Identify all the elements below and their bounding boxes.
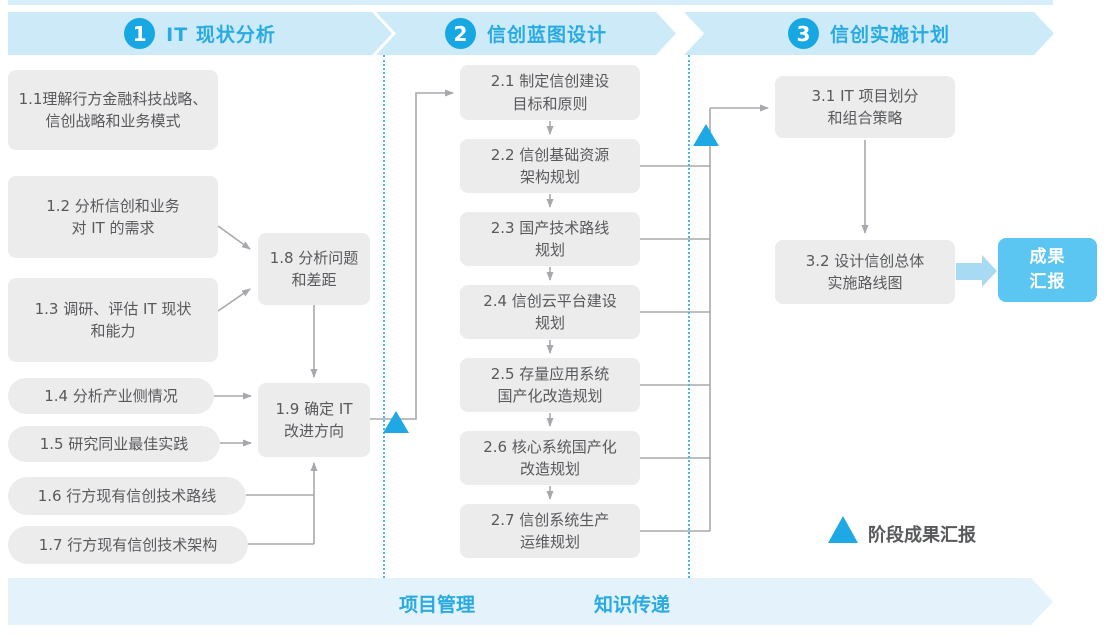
result-text: 汇报 (1029, 272, 1066, 292)
phase-band-2: 2 信创蓝图设计 (376, 12, 676, 55)
task-text: 改造规划 (519, 460, 580, 478)
phase-divider-2 (688, 55, 690, 578)
task-text: 改进方向 (283, 422, 344, 440)
legend-label: 阶段成果汇报 (868, 525, 976, 546)
task-box-1-6: 1.6 行方现有信创技术路线 (8, 477, 246, 515)
task-text: 1.5 研究同业最佳实践 (39, 434, 189, 453)
task-text: 3.2 设计信创总体 (805, 251, 925, 270)
task-text: 3.1 IT 项目划分 (811, 86, 919, 105)
phase-divider-1 (383, 55, 385, 578)
task-box-2-1: 2.1 制定信创建设 目标和原则 (460, 65, 640, 120)
phase-title-2: 信创蓝图设计 (486, 24, 607, 46)
phase-number-badge-1: 1 (124, 18, 155, 49)
footer-item-knowledge-transfer: 知识传递 (594, 594, 671, 616)
task-text: 2.7 信创系统生产 (490, 510, 610, 529)
task-box-2-4: 2.4 信创云平台建设 规划 (460, 285, 640, 339)
task-text: 国产化改造规划 (497, 387, 603, 405)
task-text: 架构规划 (519, 168, 580, 186)
task-box-2-5: 2.5 存量应用系统 国产化改造规划 (460, 358, 640, 412)
task-box-3-2: 3.2 设计信创总体 实施路线图 (775, 240, 955, 304)
phase-number-badge-2: 2 (445, 18, 476, 49)
task-text: 实施路线图 (827, 274, 903, 292)
task-box-2-6: 2.6 核心系统国产化 改造规划 (460, 431, 640, 485)
task-text: 1.6 行方现有信创技术路线 (37, 486, 217, 505)
legend-triangle-icon (828, 516, 858, 543)
task-box-1-5: 1.5 研究同业最佳实践 (8, 426, 220, 462)
task-text: 2.6 核心系统国产化 (483, 437, 617, 456)
task-box-2-7: 2.7 信创系统生产 运维规划 (460, 504, 640, 558)
task-box-2-3: 2.3 国产技术路线 规划 (460, 212, 640, 266)
milestone-triangle-icon (383, 411, 409, 433)
task-text: 1.7 行方现有信创技术架构 (38, 535, 218, 554)
task-text: 2.4 信创云平台建设 (483, 291, 617, 310)
task-box-1-9: 1.9 确定 IT 改进方向 (258, 383, 370, 457)
task-text: 1.9 确定 IT (275, 399, 353, 418)
task-text: 目标和原则 (512, 94, 588, 113)
task-box-1-3: 1.3 调研、评估 IT 现状 和能力 (8, 278, 218, 362)
task-text: 1.8 分析问题 (269, 248, 359, 267)
phase-title-3: 信创实施计划 (829, 24, 950, 46)
task-text: 2.2 信创基础资源 (490, 145, 610, 164)
task-box-1-7: 1.7 行方现有信创技术架构 (8, 526, 248, 564)
task-text: 2.1 制定信创建设 (490, 72, 610, 90)
result-box: 成果 汇报 (998, 238, 1097, 302)
phase-band-1: 1 IT 现状分析 (8, 12, 392, 55)
top-strip (8, 0, 1053, 5)
task-box-2-2: 2.2 信创基础资源 架构规划 (460, 139, 640, 193)
milestone-triangle-icon (693, 124, 719, 146)
task-text: 1.1理解行方金融科技战略、 (18, 89, 208, 108)
task-text: 1.3 调研、评估 IT 现状 (34, 299, 192, 318)
task-text: 2.5 存量应用系统 (490, 364, 610, 383)
task-box-1-4: 1.4 分析产业侧情况 (8, 378, 214, 414)
task-text: 和能力 (90, 322, 136, 340)
task-box-1-1: 1.1理解行方金融科技战略、 信创战略和业务模式 (8, 70, 218, 150)
task-text: 和差距 (291, 271, 337, 289)
task-text: 和组合策略 (827, 109, 903, 127)
result-arrow (956, 263, 982, 280)
footer-band (8, 578, 1053, 625)
task-text: 规划 (534, 314, 565, 332)
phase-number-badge-3: 3 (788, 18, 819, 49)
result-text: 成果 (1029, 247, 1066, 268)
footer-item-project-management: 项目管理 (399, 594, 476, 616)
task-text: 运维规划 (519, 533, 580, 551)
task-box-1-2: 1.2 分析信创和业务 对 IT 的需求 (8, 176, 218, 258)
task-text: 1.2 分析信创和业务 (46, 196, 180, 215)
phase-title-1: IT 现状分析 (166, 24, 276, 46)
task-text: 对 IT 的需求 (71, 219, 155, 237)
phase-band-3: 3 信创实施计划 (684, 12, 1054, 55)
task-text: 1.4 分析产业侧情况 (44, 386, 178, 405)
task-text: 信创战略和业务模式 (45, 112, 181, 130)
task-text: 规划 (534, 241, 565, 259)
result-arrow-head (982, 255, 997, 287)
task-box-1-8: 1.8 分析问题 和差距 (258, 233, 370, 305)
task-text: 2.3 国产技术路线 (490, 218, 610, 237)
task-box-3-1: 3.1 IT 项目划分 和组合策略 (775, 76, 955, 138)
